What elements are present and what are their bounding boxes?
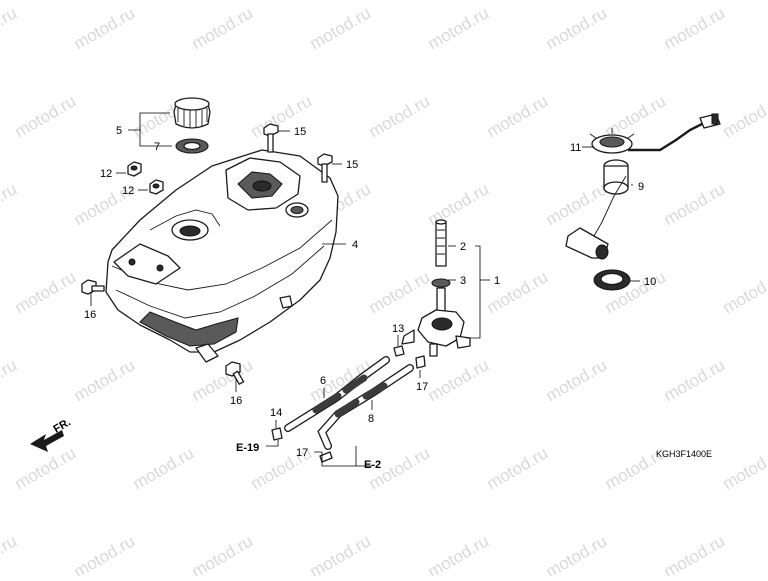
callout-3: 3 xyxy=(460,275,466,287)
nut-12-lower xyxy=(150,180,163,194)
watermark-text: motod.ru xyxy=(130,443,198,493)
watermark-text: motod.ru xyxy=(720,267,768,317)
watermark-text: motod.ru xyxy=(661,3,729,53)
callout-15-upper: 15 xyxy=(294,126,306,138)
watermark-text: motod.ru xyxy=(71,531,139,576)
watermark-text: motod.ru xyxy=(720,91,768,141)
watermark-text: motod.ru xyxy=(0,179,20,229)
hose-clip-14 xyxy=(272,428,282,440)
watermark-text: motod.ru xyxy=(484,91,552,141)
watermark-text: motod.ru xyxy=(543,3,611,53)
fuel-tank xyxy=(106,150,338,362)
watermark-text: motod.ru xyxy=(0,531,20,576)
watermark-text: motod.ru xyxy=(71,355,139,405)
watermark-text: motod.ru xyxy=(720,443,768,493)
fuel-unit-packing xyxy=(594,270,630,290)
reference-e2: E-2 xyxy=(364,459,381,471)
reference-e19: E-19 xyxy=(236,442,259,454)
watermark-text: motod.ru xyxy=(543,179,611,229)
watermark-text: motod.ru xyxy=(543,355,611,405)
watermark-text: motod.ru xyxy=(0,355,20,405)
watermark-text: motod.ru xyxy=(366,91,434,141)
watermark-text: motod.ru xyxy=(71,3,139,53)
watermark-text: motod.ru xyxy=(484,443,552,493)
watermark-text: motod.ru xyxy=(189,3,257,53)
watermark-text: motod.ru xyxy=(661,179,729,229)
watermark-text: motod.ru xyxy=(661,531,729,576)
watermark-text: motod.ru xyxy=(189,531,257,576)
watermark-text: motod.ru xyxy=(12,443,80,493)
cap-gasket xyxy=(176,139,208,153)
callout-8: 8 xyxy=(368,413,374,425)
bolt-15-upper xyxy=(264,124,278,152)
callout-11: 11 xyxy=(570,142,581,154)
callout-14: 14 xyxy=(270,407,282,419)
callout-7: 7 xyxy=(154,141,160,153)
callout-10: 10 xyxy=(644,276,656,288)
callout-17-lower: 17 xyxy=(296,447,308,459)
nut-12-upper xyxy=(128,162,141,176)
callout-1: 1 xyxy=(494,275,500,287)
bolt-16-left xyxy=(82,280,104,294)
watermark-text: motod.ru xyxy=(425,355,493,405)
watermark-text: motod.ru xyxy=(12,267,80,317)
watermark-text: motod.ru xyxy=(307,531,375,576)
callout-16-lower: 16 xyxy=(230,395,242,407)
callout-5: 5 xyxy=(116,125,122,137)
callout-4: 4 xyxy=(352,239,358,251)
callout-2: 2 xyxy=(460,241,466,253)
callout-16-left: 16 xyxy=(84,309,96,321)
watermark-text: motod.ru xyxy=(425,531,493,576)
watermark-text: motod.ru xyxy=(189,355,257,405)
watermark-text: motod.ru xyxy=(425,179,493,229)
watermark-text: motod.ru xyxy=(425,3,493,53)
callout-6: 6 xyxy=(320,375,326,387)
callout-15-lower: 15 xyxy=(346,159,358,171)
watermark-text: motod.ru xyxy=(0,3,20,53)
watermark-text: motod.ru xyxy=(661,355,729,405)
callout-13: 13 xyxy=(392,323,404,335)
watermark-text: motod.ru xyxy=(12,91,80,141)
callout-9: 9 xyxy=(638,181,644,193)
callout-12-lower: 12 xyxy=(122,185,134,197)
diagram-code: KGH3F1400E xyxy=(656,449,712,459)
watermark-text: motod.ru xyxy=(543,531,611,576)
filler-cap xyxy=(174,98,210,128)
hose-clip-13 xyxy=(394,346,404,356)
front-label: FR. xyxy=(52,416,73,435)
callout-12-upper: 12 xyxy=(100,168,112,180)
watermark-text: motod.ru xyxy=(307,3,375,53)
hose-clip-17-upper xyxy=(416,356,425,368)
callout-17-upper: 17 xyxy=(416,381,428,393)
watermark-text: motod.ru xyxy=(366,267,434,317)
